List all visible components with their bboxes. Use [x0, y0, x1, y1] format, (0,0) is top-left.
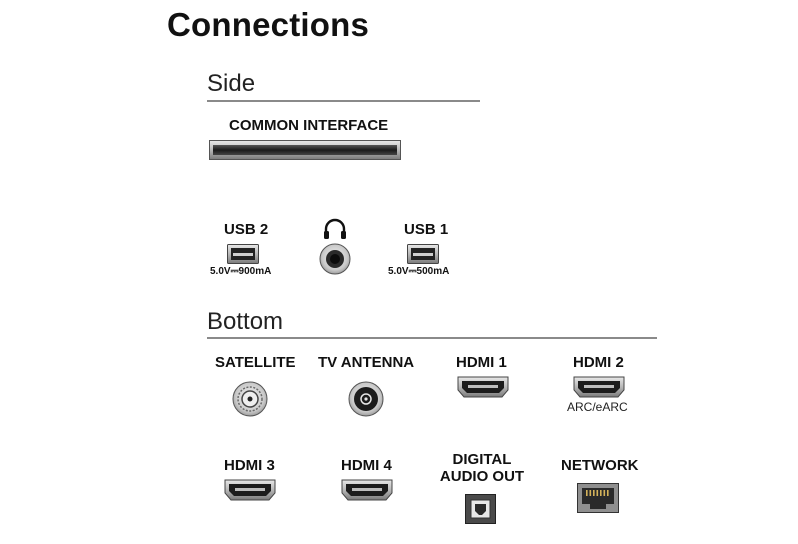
- satellite-label: SATELLITE: [215, 354, 296, 371]
- hdmi4-port: [341, 479, 393, 501]
- hdmi2-label: HDMI 2: [573, 354, 624, 371]
- hdmi3-label: HDMI 3: [224, 457, 275, 474]
- satellite-connector: [232, 381, 268, 417]
- usb2-port: [227, 244, 259, 264]
- headphones-icon: [321, 218, 349, 240]
- hdmi2-port: [573, 376, 625, 398]
- side-divider: [207, 100, 480, 102]
- usb1-label: USB 1: [404, 221, 449, 238]
- hdmi1-port: [457, 376, 509, 398]
- usb1-rating: 5.0V⎓500mA: [388, 266, 450, 277]
- usb2-rating: 5.0V⎓900mA: [210, 266, 272, 277]
- page-title: Connections: [167, 6, 370, 43]
- network-label: NETWORK: [561, 457, 639, 474]
- tv-antenna-connector: [348, 381, 384, 417]
- common-interface-slot: [209, 140, 401, 160]
- hdmi2-sublabel: ARC/eARC: [567, 400, 628, 414]
- digital-audio-out-label-line2: AUDIO OUT: [439, 468, 525, 485]
- section-heading-side: Side: [207, 70, 256, 97]
- section-heading-bottom: Bottom: [207, 308, 284, 335]
- hdmi3-port: [224, 479, 276, 501]
- hdmi1-label: HDMI 1: [456, 354, 507, 371]
- tv-antenna-label: TV ANTENNA: [318, 354, 415, 371]
- network-port: [577, 483, 619, 513]
- digital-audio-out-label: DIGITAL AUDIO OUT: [438, 451, 526, 485]
- usb1-port: [407, 244, 439, 264]
- usb2-label: USB 2: [224, 221, 269, 238]
- common-interface-label: COMMON INTERFACE: [229, 117, 389, 134]
- hdmi4-label: HDMI 4: [341, 457, 392, 474]
- bottom-divider: [207, 337, 657, 339]
- digital-audio-out-label-line1: DIGITAL: [452, 451, 512, 468]
- headphone-jack: [319, 243, 351, 275]
- optical-audio-port: [465, 494, 496, 524]
